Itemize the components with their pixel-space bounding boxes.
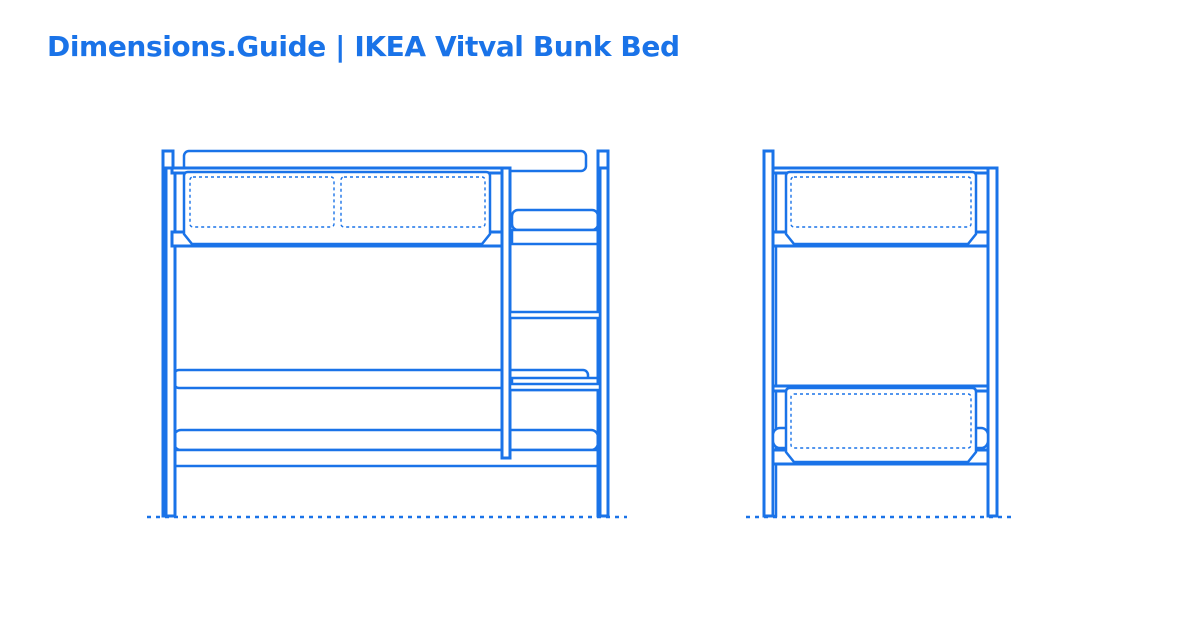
ladder-rung-2 [508, 382, 602, 392]
page-title: Dimensions.Guide | IKEA Vitval Bunk Bed [47, 30, 680, 63]
side-lower-cushion [790, 393, 972, 449]
lower-frame [170, 448, 604, 468]
upper-cushion-right [340, 176, 486, 228]
side-upper-mattress [784, 170, 978, 246]
side-upper-cushion [790, 176, 972, 228]
upper-frame-right [510, 228, 602, 246]
lower-mattress [172, 428, 600, 452]
side-lower-mattress [784, 386, 978, 464]
side-elevation-view [762, 149, 999, 518]
upper-cushion-left [189, 176, 335, 228]
upper-mattress-right [510, 208, 600, 232]
left-post [164, 166, 177, 518]
upper-mattress [182, 170, 492, 246]
ladder-rung-1 [508, 310, 602, 320]
right-post [598, 166, 610, 518]
front-elevation-view [161, 149, 610, 518]
